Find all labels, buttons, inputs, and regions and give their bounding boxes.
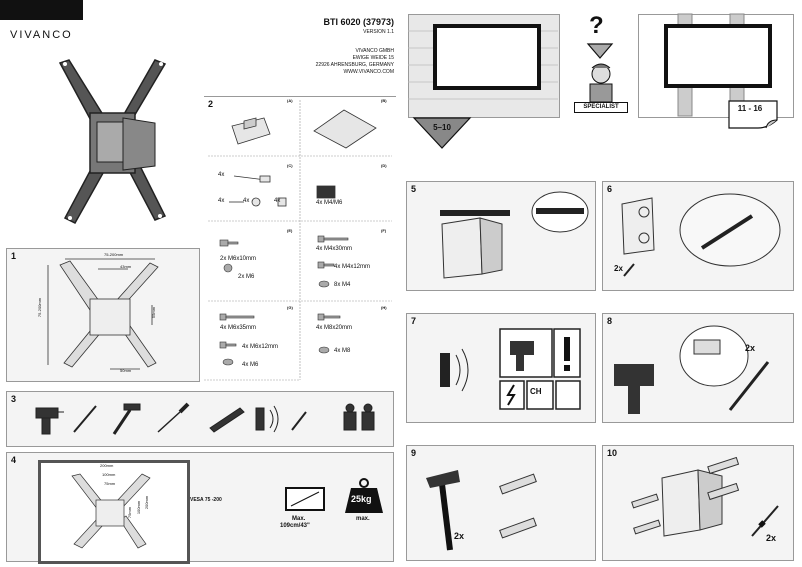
- part-text-e: 2x M6x10mm: [220, 256, 257, 262]
- ch-label: CH: [530, 387, 542, 396]
- plasterboard-pattern: [664, 13, 772, 117]
- company-address: VIVANCO GMBH EWIGE WEIDE 15 22926 AHRENS…: [280, 48, 394, 76]
- vesa-dim: 100mm: [102, 472, 116, 477]
- step-number: 7: [411, 316, 417, 326]
- vesa-pattern-diagram: [71, 473, 151, 549]
- step-7-illustration: [440, 328, 581, 410]
- vesa-dim: 75mm: [104, 481, 116, 486]
- step-10-illustration: [631, 456, 779, 537]
- part-text-g: 4x M6: [242, 362, 259, 368]
- weight-label: max.: [356, 516, 370, 522]
- vesa-dim: 100mm: [136, 500, 142, 515]
- max-size-line2: 109cm/43": [280, 523, 310, 529]
- company-line: EWIGE WEIDE 15: [352, 55, 394, 61]
- logo-black-bar: [0, 0, 83, 20]
- part-text-h: 4x M8x20mm: [316, 325, 353, 331]
- cell-label-e: (E): [287, 228, 293, 233]
- part-count: 4x: [243, 198, 250, 204]
- part-count: 4x: [274, 198, 281, 204]
- range-left: 5–10: [433, 123, 451, 132]
- vesa-dim: 200mm: [100, 463, 114, 468]
- weight-icon: [345, 478, 383, 513]
- step-3-panel: 3: [6, 391, 394, 447]
- part-text-g: 4x M6x35mm: [220, 325, 257, 331]
- count-label: 2x: [454, 531, 465, 541]
- part-text-f: 4x M4x30mm: [316, 246, 353, 252]
- part-count: 4x: [218, 172, 225, 178]
- step-number: 2: [208, 99, 214, 109]
- part-text-h: 4x M8: [334, 348, 351, 354]
- step-number: 4: [11, 455, 17, 465]
- part-text-e: 2x M6: [238, 274, 255, 280]
- company-line: WWW.VIVANCO.COM: [343, 69, 394, 75]
- company-line: VIVANCO GMBH: [355, 48, 394, 54]
- dim-label: 55mm: [151, 306, 157, 319]
- company-line: 22926 AHRENSBURG, GERMANY: [315, 62, 394, 68]
- count-label: 2x: [614, 264, 623, 273]
- specialist-figure: [589, 63, 613, 103]
- arrow-left-range: [412, 117, 472, 149]
- cell-label-h: (H): [381, 305, 387, 310]
- step-8-illustration: [614, 325, 770, 414]
- step-number: 3: [11, 394, 17, 404]
- product-code: BTI 6020 (37973): [323, 17, 394, 27]
- specialist-badge: SPECIALIST: [574, 102, 628, 113]
- step-9-illustration: [426, 470, 537, 551]
- vesa-label: VESA 75 -200: [190, 497, 222, 503]
- arrow-down-icon: [586, 43, 614, 59]
- cell-label-c: (C): [287, 163, 293, 168]
- vesa-dim: 200mm: [144, 495, 150, 510]
- screw-icons-ef: [219, 235, 349, 288]
- weight-value: 25kg: [351, 494, 372, 504]
- brick-pattern: [408, 24, 558, 100]
- question-mark-icon: ?: [589, 12, 604, 39]
- tools-row: [35, 402, 375, 435]
- count-label: 2x: [766, 533, 777, 543]
- part-text-d: 4x M4/M6: [316, 200, 343, 206]
- cell-label-g: (G): [287, 305, 293, 310]
- part-text-g: 4x M6x12mm: [242, 344, 279, 350]
- cell-label-f: (F): [381, 228, 387, 233]
- part-text-f: 4x M4x12mm: [334, 264, 371, 270]
- step-number: 6: [607, 184, 613, 194]
- cell-label-b: (B): [381, 98, 387, 103]
- step-9-panel: 9: [406, 445, 596, 561]
- step-6-illustration: [621, 193, 781, 277]
- step-number: 10: [607, 448, 618, 458]
- vesa-dim: 75mm: [127, 506, 133, 519]
- screw-icons-gh: [219, 313, 341, 366]
- step-5-illustration: [440, 191, 589, 279]
- dim-label: 75-200mm: [104, 252, 124, 257]
- version-text: VERSION 1.1: [363, 29, 394, 35]
- step-number: 8: [607, 316, 613, 326]
- bracket-illustration: [58, 59, 167, 224]
- step-number: 9: [411, 448, 417, 458]
- cell-label-d: (D): [381, 163, 387, 168]
- screen-size-icon: [285, 487, 325, 511]
- max-size-line1: Max.: [292, 516, 306, 522]
- dim-label: 43mm: [120, 264, 132, 269]
- part-count: 4x: [218, 198, 225, 204]
- cell-label-a: (A): [287, 98, 293, 103]
- step-2-panel: 2: [204, 96, 396, 385]
- dim-label: 75-200mm: [37, 297, 43, 318]
- brand-logo: VIVANCO: [10, 29, 73, 41]
- step-number: 5: [411, 184, 417, 194]
- vesa-plate-diagram: [47, 258, 159, 370]
- parts-grid: [204, 100, 392, 381]
- part-text-f: 8x M4: [334, 282, 351, 288]
- page-curl-label: [728, 100, 778, 129]
- dim-label: 50mm: [120, 368, 132, 373]
- step-number: 1: [11, 251, 17, 261]
- range-right: 11 - 16: [737, 104, 763, 113]
- count-label: 2x: [745, 343, 756, 353]
